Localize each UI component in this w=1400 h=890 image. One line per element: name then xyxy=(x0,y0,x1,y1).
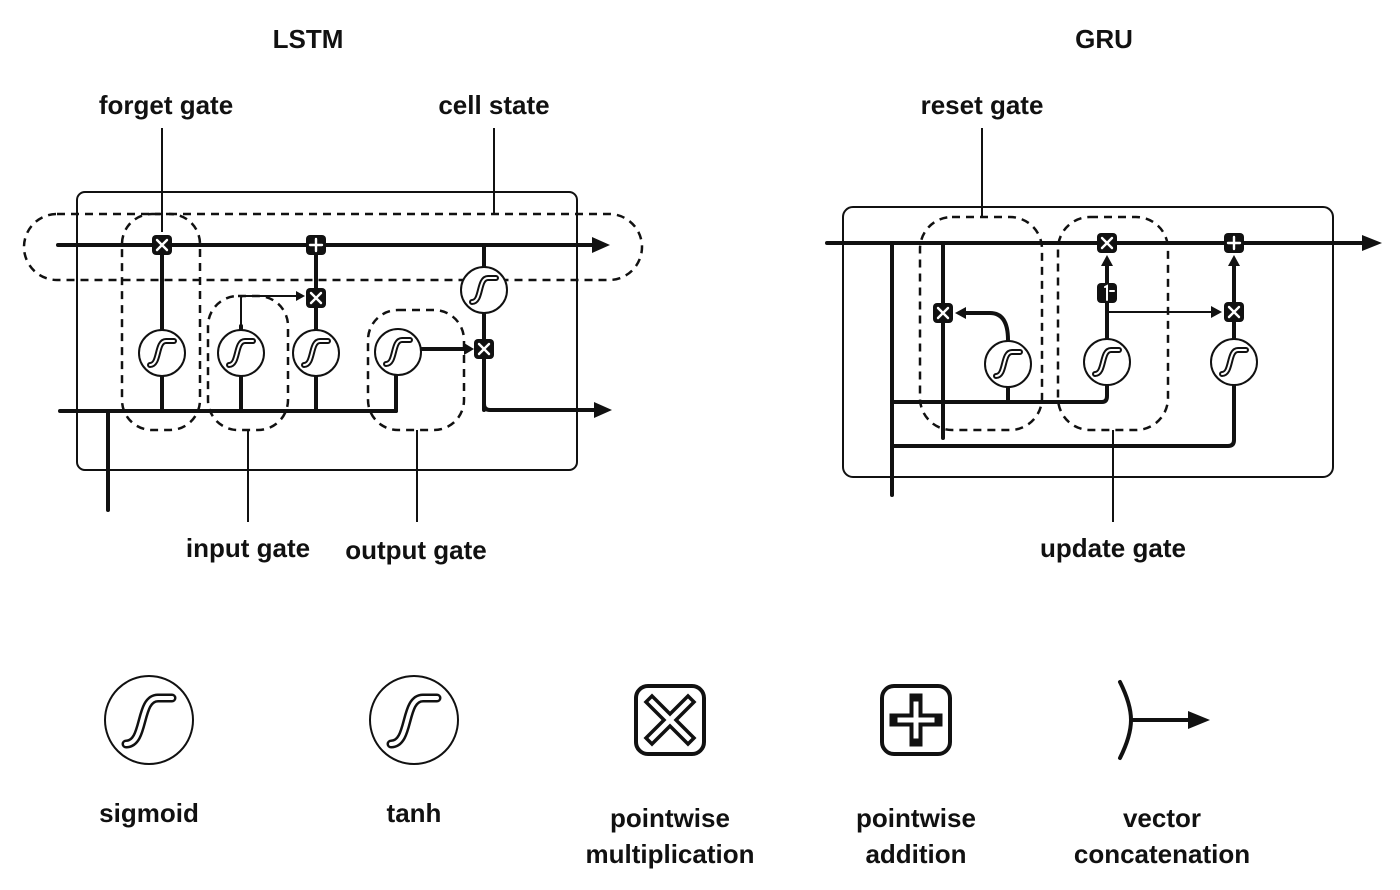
sigmoid-icon xyxy=(104,675,194,765)
input-multiply-icon xyxy=(305,287,327,309)
legend-concatenation-line2: concatenation xyxy=(1074,839,1250,869)
lstm-diagram: LSTM xyxy=(22,24,644,565)
input-sigmoid-icon xyxy=(218,330,264,376)
legend-addition-line2: addition xyxy=(865,839,966,869)
legend: sigmoid tanh pointwise multiplication xyxy=(99,675,1250,869)
input-gate-label: input gate xyxy=(186,533,310,563)
update-gate-region xyxy=(1056,215,1170,432)
hidden-output-line xyxy=(482,358,598,412)
gru-update-arrowhead xyxy=(1101,255,1113,266)
gru-cell-frame xyxy=(842,206,1334,478)
gru-update-multiply-icon xyxy=(1096,232,1118,254)
cell-state-label: cell state xyxy=(438,90,549,120)
update-gate-label: update gate xyxy=(1040,533,1186,563)
gru-diagram: GRU reset gate xyxy=(825,24,1382,563)
legend-multiplication-line1: pointwise xyxy=(610,803,730,833)
hidden-output-arrowhead xyxy=(594,402,612,418)
forget-gate-region xyxy=(120,212,202,432)
reset-gate-label: reset gate xyxy=(921,90,1044,120)
forget-gate-label: forget gate xyxy=(99,90,233,120)
legend-vector-concatenation: vector concatenation xyxy=(1074,680,1250,869)
forget-sigmoid-icon xyxy=(139,330,185,376)
input-gate-path xyxy=(240,295,299,331)
output-sigmoid-icon xyxy=(375,329,421,375)
cell-tanh-icon xyxy=(461,267,507,313)
legend-sigmoid-label: sigmoid xyxy=(99,798,199,828)
lstm-cell-frame xyxy=(76,191,578,471)
plus-box-icon xyxy=(880,684,952,756)
concatenation-arrow-icon xyxy=(1118,680,1210,760)
cell-state-arrowhead xyxy=(592,237,610,253)
cell-state-region xyxy=(22,212,644,282)
lstm-title: LSTM xyxy=(273,24,344,54)
gru-reset-arrowhead xyxy=(955,307,966,319)
legend-sigmoid: sigmoid xyxy=(99,675,199,828)
legend-concatenation-line1: vector xyxy=(1123,803,1201,833)
multiply-box-icon xyxy=(634,684,706,756)
gru-reset-output xyxy=(960,311,1010,404)
candidate-tanh-icon xyxy=(293,330,339,376)
gru-update-sigmoid-icon xyxy=(1084,339,1130,385)
legend-tanh-label: tanh xyxy=(387,798,442,828)
input-gate-arrowhead xyxy=(296,291,305,301)
legend-pointwise-multiplication: pointwise multiplication xyxy=(586,684,755,869)
forget-multiply-icon xyxy=(151,234,173,256)
gru-candidate-multiply-icon xyxy=(1223,301,1245,323)
output-gate-label: output gate xyxy=(345,535,487,565)
cell-add-icon xyxy=(305,234,327,256)
gru-reset-multiply-icon xyxy=(932,302,954,324)
output-gate-arrowhead xyxy=(464,343,474,355)
gru-title: GRU xyxy=(1075,24,1133,54)
gru-one-minus-icon xyxy=(1096,282,1118,304)
output-multiply-icon xyxy=(473,338,495,360)
legend-addition-line1: pointwise xyxy=(856,803,976,833)
reset-gate-region xyxy=(918,215,1044,432)
legend-multiplication-line2: multiplication xyxy=(586,839,755,869)
legend-pointwise-addition: pointwise addition xyxy=(856,684,976,869)
gru-candidate-tanh-icon xyxy=(1211,339,1257,385)
tanh-icon xyxy=(369,675,459,765)
gru-add-icon xyxy=(1223,232,1245,254)
gru-hidden-arrowhead xyxy=(1362,235,1382,251)
gru-update-input-wire xyxy=(890,382,1109,404)
gru-reset-sigmoid-icon xyxy=(985,341,1031,387)
gru-update-branch-arrowhead xyxy=(1211,306,1222,318)
gru-candidate-arrowhead xyxy=(1228,255,1240,266)
output-gate-region xyxy=(366,308,466,432)
gru-candidate-input-wire xyxy=(890,384,1236,448)
legend-tanh: tanh xyxy=(369,675,459,828)
